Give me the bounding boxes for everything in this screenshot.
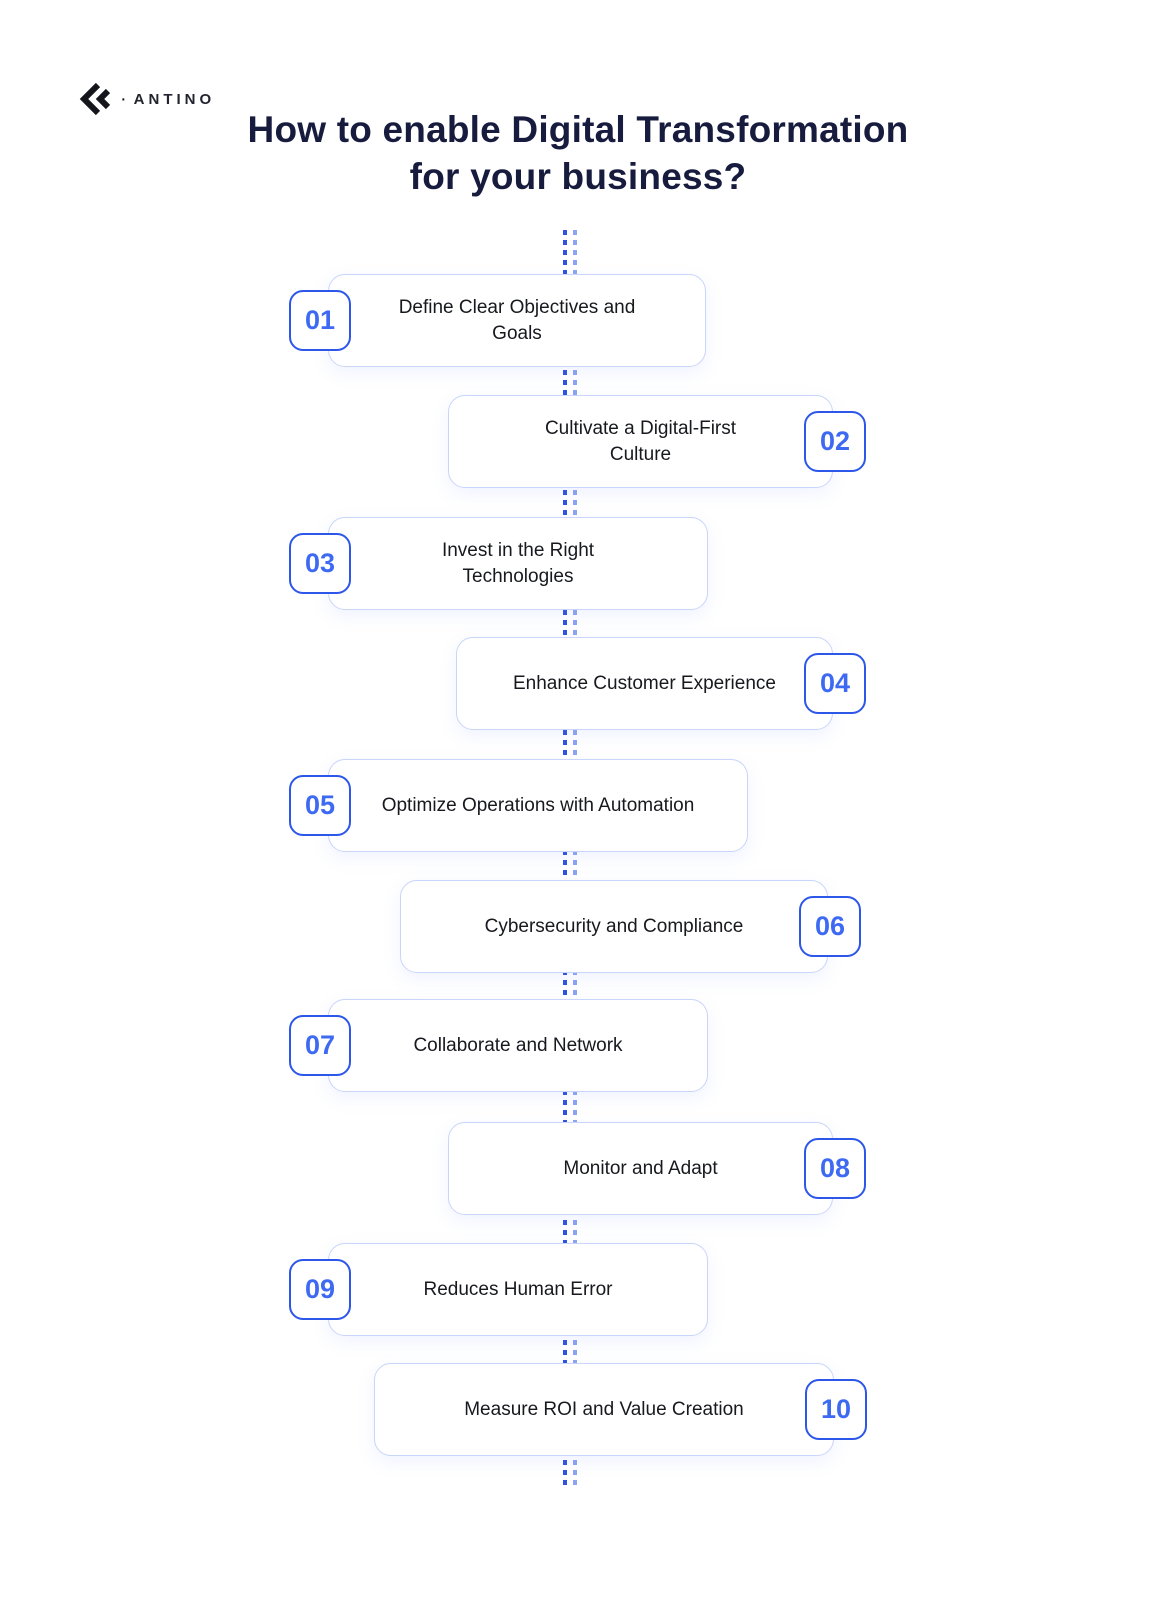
step-number-badge-01: 01 — [289, 290, 351, 351]
antino-logo-icon — [79, 82, 110, 116]
brand-name: ANTINO — [133, 90, 216, 108]
page-title-line1: How to enable Digital Transformation — [247, 109, 909, 150]
step-card-04: 04 Enhance Customer Experience — [456, 637, 866, 730]
step-number-badge-09: 09 — [289, 1259, 351, 1320]
step-card-03: 03 Invest in the Right Technologies — [289, 517, 708, 610]
connector-dots-right — [573, 230, 577, 1490]
step-label-09: Reduces Human Error — [423, 1278, 613, 1300]
step-label-05: Optimize Operations with Automation — [381, 794, 695, 816]
step-number-badge-06: 06 — [799, 896, 861, 957]
step-number-badge-03: 03 — [289, 533, 351, 594]
step-card-08: 08 Monitor and Adapt — [448, 1122, 866, 1215]
step-label-06: Cybersecurity and Compliance — [484, 915, 744, 937]
step-number-badge-02: 02 — [804, 411, 866, 472]
step-number-badge-08: 08 — [804, 1138, 866, 1199]
step-label-10: Measure ROI and Value Creation — [464, 1398, 744, 1420]
step-label-04: Enhance Customer Experience — [513, 672, 776, 694]
step-card-05: 05 Optimize Operations with Automation — [289, 759, 748, 852]
page-title-line2: for your business? — [409, 156, 747, 198]
step-card-07: 07 Collaborate and Network — [289, 999, 708, 1092]
step-card-01: 01 Define Clear Objectives and Goals — [289, 274, 706, 367]
antino-logo: · ANTINO — [78, 82, 215, 116]
step-card-02: 02 Cultivate a Digital-First Culture — [448, 395, 866, 488]
step-number-badge-05: 05 — [289, 775, 351, 836]
step-card-09: 09 Reduces Human Error — [289, 1243, 708, 1336]
step-label-01: Define Clear Objectives and Goals — [398, 296, 636, 344]
step-label-03: Invest in the Right Technologies — [441, 539, 595, 587]
step-label-07: Collaborate and Network — [413, 1034, 623, 1056]
step-label-08: Monitor and Adapt — [563, 1157, 718, 1179]
connector-dots-left — [563, 230, 567, 1490]
step-number-badge-04: 04 — [804, 653, 866, 714]
logo-separator-dot: · — [120, 88, 127, 110]
step-label-02: Cultivate a Digital-First Culture — [544, 417, 737, 465]
step-number-badge-10: 10 — [805, 1379, 867, 1440]
page-title: How to enable Digital Transformation for… — [0, 106, 1156, 201]
step-card-06: 06 Cybersecurity and Compliance — [400, 880, 861, 973]
timeline-dotted-connector — [563, 230, 577, 1490]
step-number-badge-07: 07 — [289, 1015, 351, 1076]
step-card-10: 10 Measure ROI and Value Creation — [374, 1363, 867, 1456]
